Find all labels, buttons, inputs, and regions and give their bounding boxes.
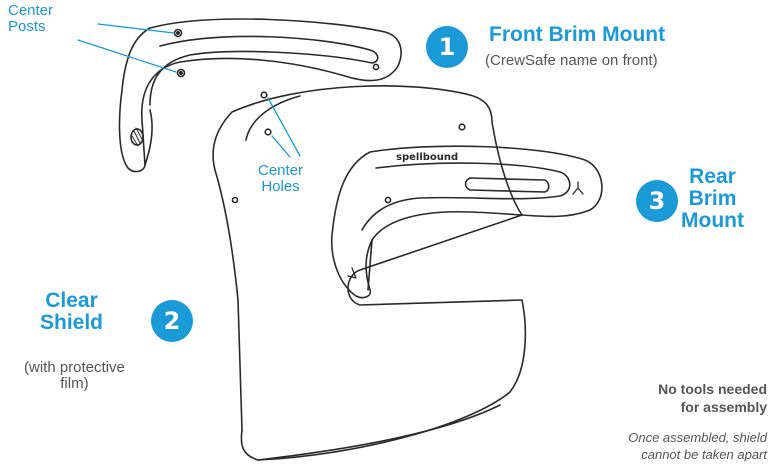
no-tools-line-2: for assembly xyxy=(658,398,767,416)
no-tools-line-1: No tools needed xyxy=(658,380,767,398)
part-2-subtitle: (with protective film) xyxy=(24,360,125,392)
center-posts-label: Center Posts xyxy=(8,3,53,35)
part-3-title-line-3: Mount xyxy=(681,210,744,232)
part-2-title: Clear Shield xyxy=(40,290,103,334)
part-3-title: Rear Brim Mount xyxy=(681,166,744,232)
part-3-badge: 3 xyxy=(636,180,678,222)
part-3-title-line-2: Brim xyxy=(681,188,744,210)
warning-line-1: Once assembled, shield xyxy=(628,430,767,447)
part-2-title-line-1: Clear xyxy=(40,290,103,312)
part-3-title-line-1: Rear xyxy=(681,166,744,188)
part-1-subtitle: (CrewSafe name on front) xyxy=(485,53,658,69)
brand-mark: spellbound xyxy=(396,152,458,163)
part-1-title: Front Brim Mount xyxy=(489,24,665,46)
callout-lines xyxy=(78,24,300,157)
center-holes-line-1: Center xyxy=(258,163,303,179)
center-holes-label: Center Holes xyxy=(258,163,303,195)
part-2-title-line-2: Shield xyxy=(40,312,103,334)
part-2-subtitle-line-1: (with protective xyxy=(24,360,125,376)
rear-brim-mount-drawing xyxy=(332,146,602,297)
no-tools-note: No tools needed for assembly xyxy=(658,380,767,416)
assembly-warning-note: Once assembled, shield cannot be taken a… xyxy=(628,430,767,464)
warning-line-2: cannot be taken apart xyxy=(628,447,767,464)
part-2-subtitle-line-2: film) xyxy=(24,376,125,392)
center-posts-line-1: Center xyxy=(8,3,53,19)
part-2-badge: 2 xyxy=(151,300,193,342)
part-1-badge: 1 xyxy=(426,26,468,68)
center-holes-line-2: Holes xyxy=(258,179,303,195)
front-brim-mount-drawing xyxy=(120,19,402,172)
center-posts-line-2: Posts xyxy=(8,19,53,35)
